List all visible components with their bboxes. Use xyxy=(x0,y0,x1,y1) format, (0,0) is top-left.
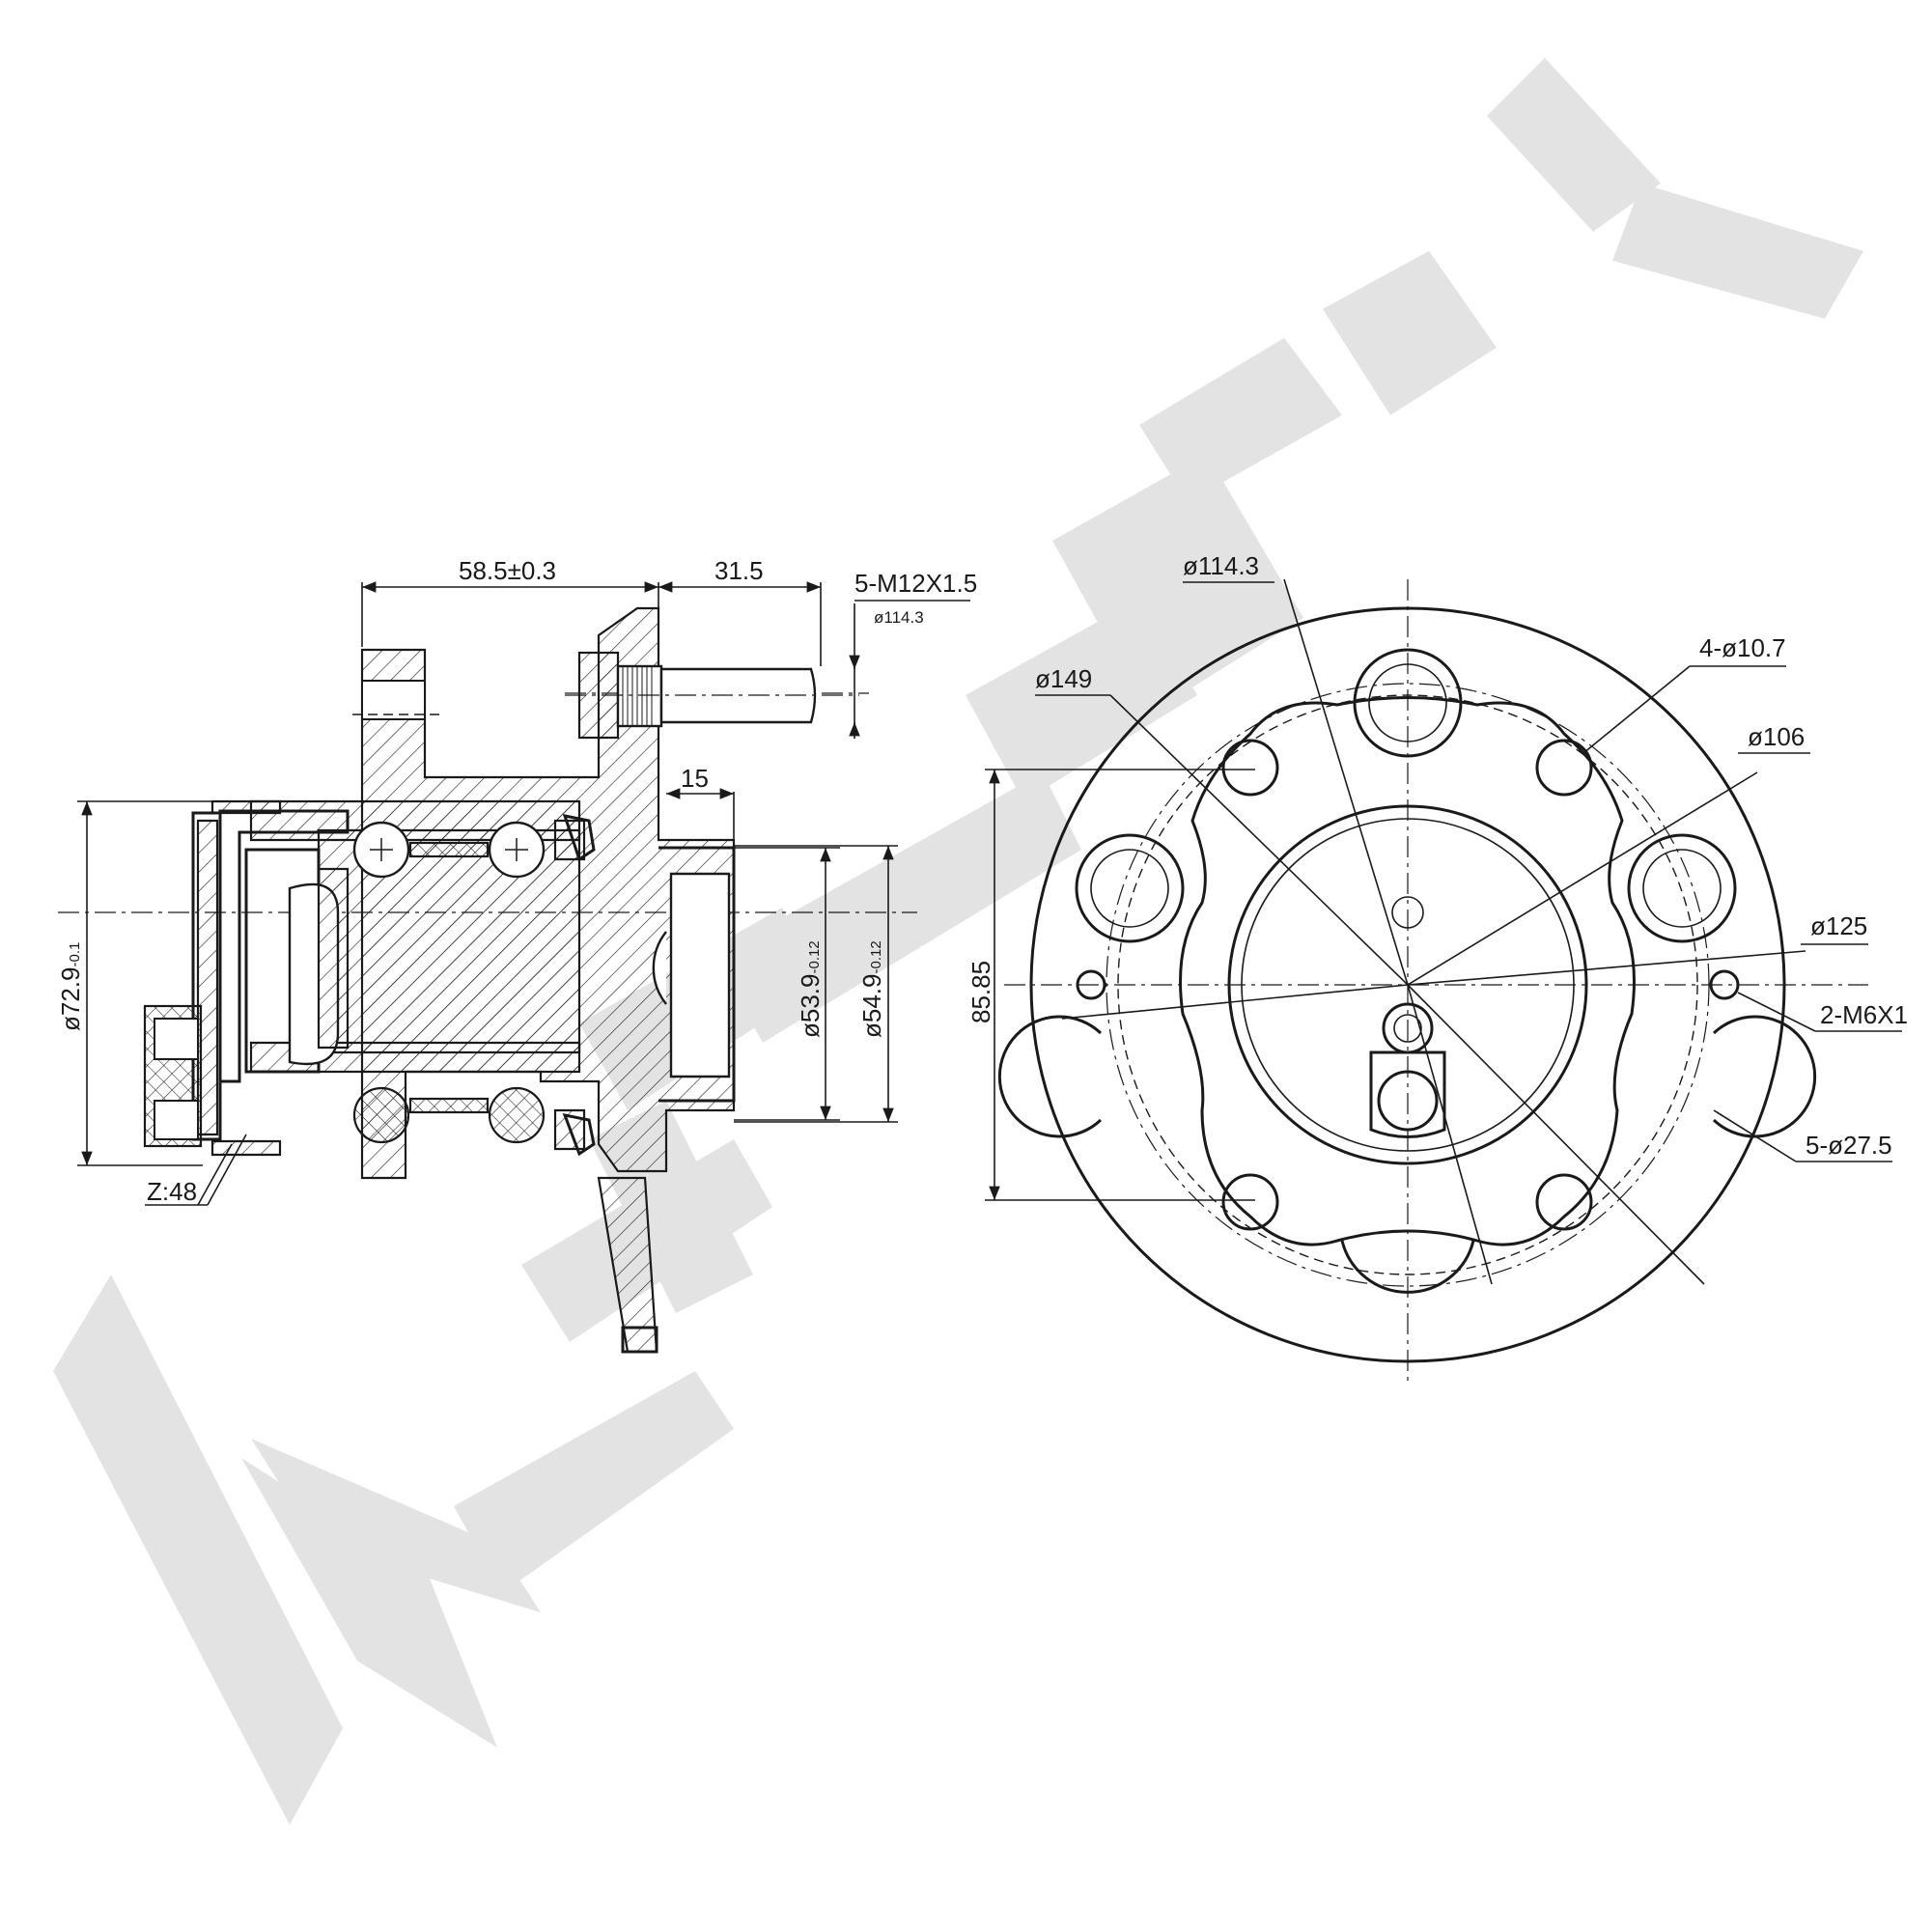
dia-pilot-b-tol: -0.12 xyxy=(868,940,884,973)
dia-flange-out-tol: -0.1 xyxy=(67,942,83,967)
dim-width: 58.5±0.3 xyxy=(459,556,556,585)
dim-stud-length: 31.5 xyxy=(714,556,764,585)
dim-pcd: ø114.3 xyxy=(1183,551,1259,580)
dia-pilot-a-tol: -0.12 xyxy=(806,940,823,973)
dim-106: ø106 xyxy=(1748,722,1805,751)
thread-spec: 2-M6X1 xyxy=(1820,1000,1908,1029)
holes-5: 5-ø27.5 xyxy=(1806,1131,1892,1160)
dim-height: 85.85 xyxy=(966,961,995,1023)
dia-pilot-a: ø53.9-0.12 xyxy=(796,940,825,1038)
dia-flange-out: ø72.9-0.1 xyxy=(56,942,85,1031)
side-section-view: 58.5±0.3 31.5 5-M12X1.5 ø114.3 15 ø72.9-… xyxy=(56,556,977,1354)
stud-pcd: ø114.3 xyxy=(874,608,924,627)
dim-125: ø125 xyxy=(1810,911,1867,940)
dim-outer: ø149 xyxy=(1035,664,1092,693)
stud-spec: 5-M12X1.5 xyxy=(854,569,977,598)
dia-pilot-b: ø54.9-0.12 xyxy=(857,940,886,1038)
outer-circle xyxy=(1029,606,1786,1363)
teeth-count: Z:48 xyxy=(147,1177,197,1206)
dim-pilot: 15 xyxy=(681,764,709,793)
front-view: ø114.3 ø149 4-ø10.7 ø106 85.85 ø125 2-M6… xyxy=(966,551,1908,1386)
holes-4: 4-ø10.7 xyxy=(1699,633,1786,662)
